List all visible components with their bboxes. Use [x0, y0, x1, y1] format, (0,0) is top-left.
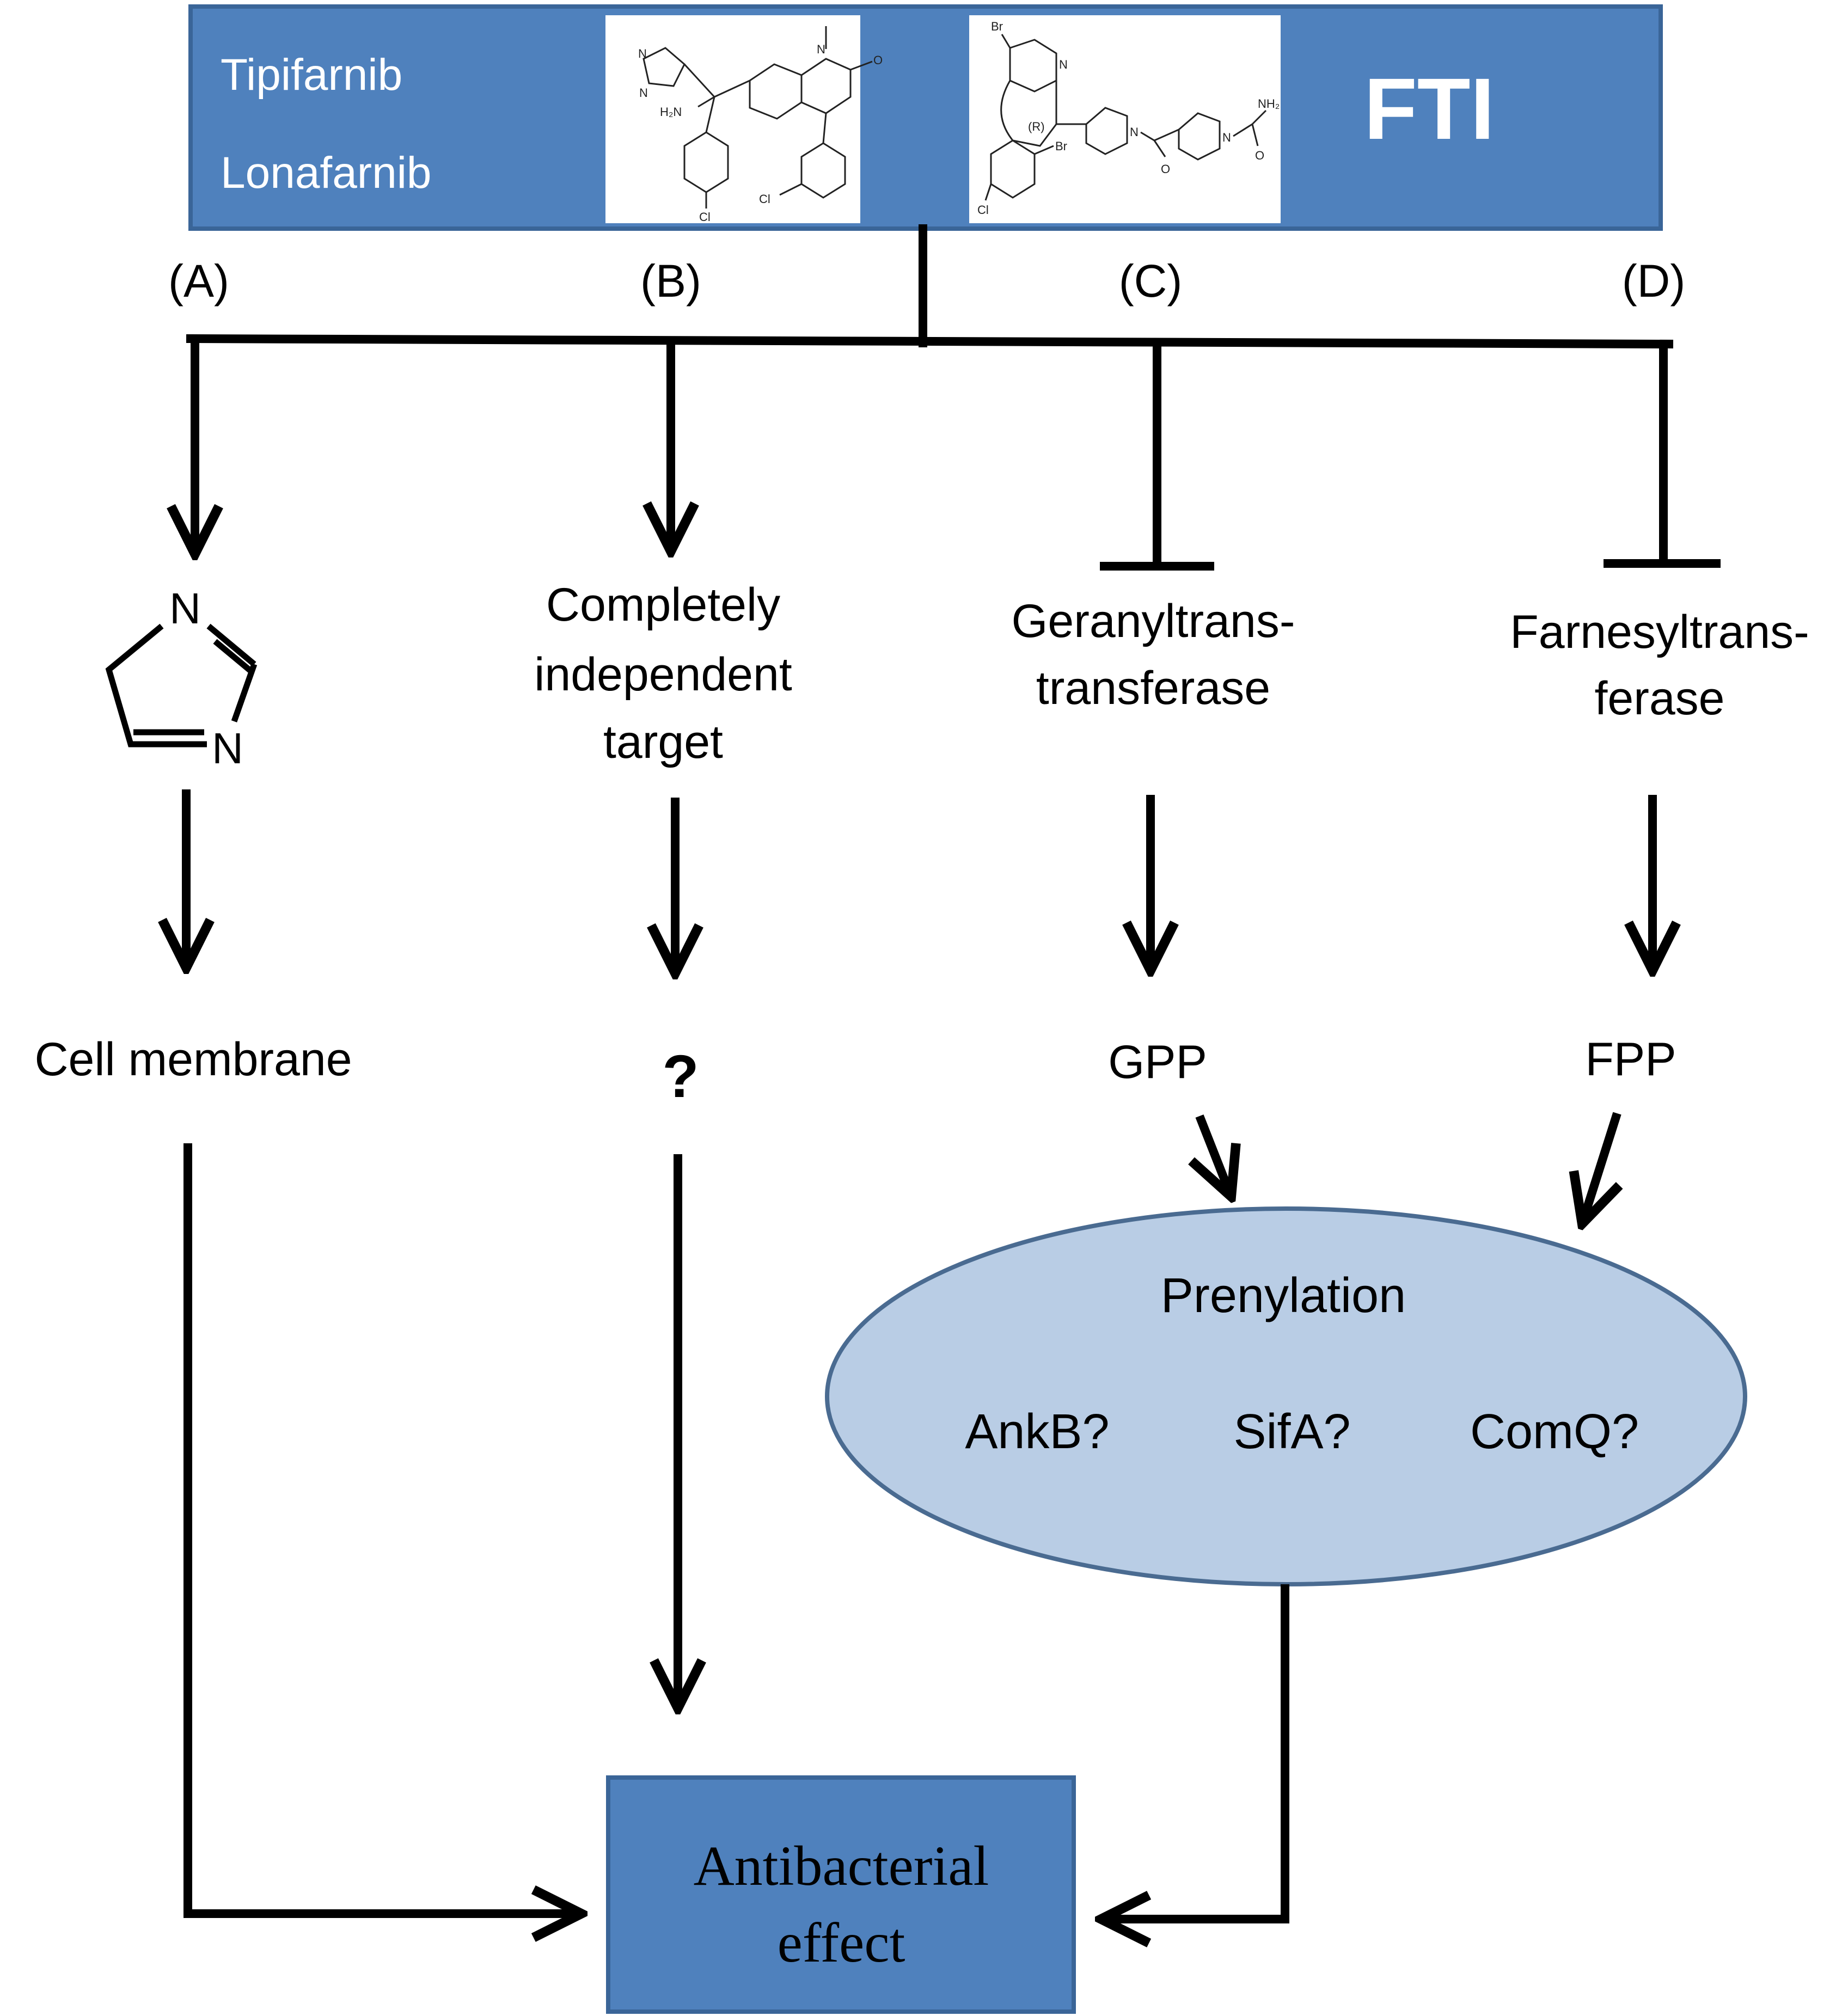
branch-connectors	[186, 224, 1674, 349]
imidazole-n-bottom: N	[212, 724, 243, 773]
target-b-line2: independent	[534, 648, 792, 701]
svg-text:Cl: Cl	[977, 203, 989, 217]
drug-name-tipifarnib: Tipifarnib	[221, 50, 402, 100]
branch-b-label: (B)	[640, 255, 701, 307]
target-b-line1: Completely	[546, 579, 780, 631]
svg-text:N: N	[1059, 58, 1068, 71]
outcome-unknown: ?	[662, 1043, 699, 1110]
prenylation-ellipse	[825, 1206, 1747, 1586]
arrow-gpp-to-prenylation	[1200, 1114, 1232, 1198]
lonafarnib-structure-icon: Br N (R) Br Cl N O N O	[969, 15, 1281, 223]
fti-label: FTI	[1364, 60, 1495, 157]
svg-text:O: O	[1255, 149, 1264, 162]
svg-text:Cl: Cl	[699, 210, 711, 224]
branch-a-label: (A)	[168, 255, 229, 307]
target-c-line1: Geranyltrans-	[1012, 595, 1295, 647]
branch-c-label: (C)	[1119, 255, 1183, 307]
header-banner	[188, 4, 1663, 231]
antibacterial-effect-line1: Antibacterial	[694, 1835, 989, 1897]
branch-d-label: (D)	[1622, 255, 1686, 307]
svg-text:Cl: Cl	[759, 192, 770, 206]
outcome-fpp: FPP	[1585, 1033, 1676, 1086]
inhibition-farnesyltransferase	[1604, 344, 1721, 568]
antibacterial-effect-line2: effect	[778, 1911, 905, 1974]
arrow-membrane-to-effect	[183, 1143, 583, 1914]
prenylation-title: Prenylation	[1161, 1269, 1406, 1323]
antibacterial-effect-box	[606, 1775, 1076, 2014]
svg-text:H₂N: H₂N	[660, 105, 682, 119]
target-c-line2: transferase	[1036, 662, 1270, 714]
target-b-line3: target	[603, 716, 723, 768]
outcome-cell-membrane: Cell membrane	[34, 1033, 352, 1086]
target-d-line2: ferase	[1594, 672, 1724, 725]
prenylation-candidate-sifa: SifA?	[1233, 1405, 1350, 1459]
svg-text:N: N	[1130, 125, 1139, 139]
svg-text:Br: Br	[991, 20, 1003, 33]
imidazole-n-top: N	[169, 584, 201, 633]
svg-text:(R): (R)	[1028, 120, 1045, 133]
svg-text:O: O	[873, 53, 883, 67]
svg-text:N: N	[1222, 131, 1231, 144]
svg-text:N: N	[638, 47, 647, 60]
svg-text:N: N	[817, 42, 825, 56]
inhibition-geranyltransferase	[1100, 342, 1214, 571]
target-d-line1: Farnesyltrans-	[1510, 606, 1809, 658]
drug-name-lonafarnib: Lonafarnib	[221, 148, 432, 198]
prenylation-candidate-ankb: AnkB?	[965, 1405, 1109, 1459]
imidazole-ring-icon: N N	[105, 584, 258, 773]
tipifarnib-structure-icon: N N H₂N Cl N O Cl	[605, 15, 883, 224]
arrow-prenylation-to-effect	[1100, 1584, 1289, 1919]
arrow-fpp-to-prenylation	[1582, 1112, 1617, 1225]
svg-text:Br: Br	[1055, 139, 1067, 153]
svg-text:N: N	[639, 86, 648, 100]
prenylation-candidate-comq: ComQ?	[1470, 1405, 1639, 1459]
svg-text:NH₂: NH₂	[1258, 97, 1280, 111]
outcome-gpp: GPP	[1108, 1036, 1207, 1088]
svg-text:O: O	[1161, 162, 1170, 176]
